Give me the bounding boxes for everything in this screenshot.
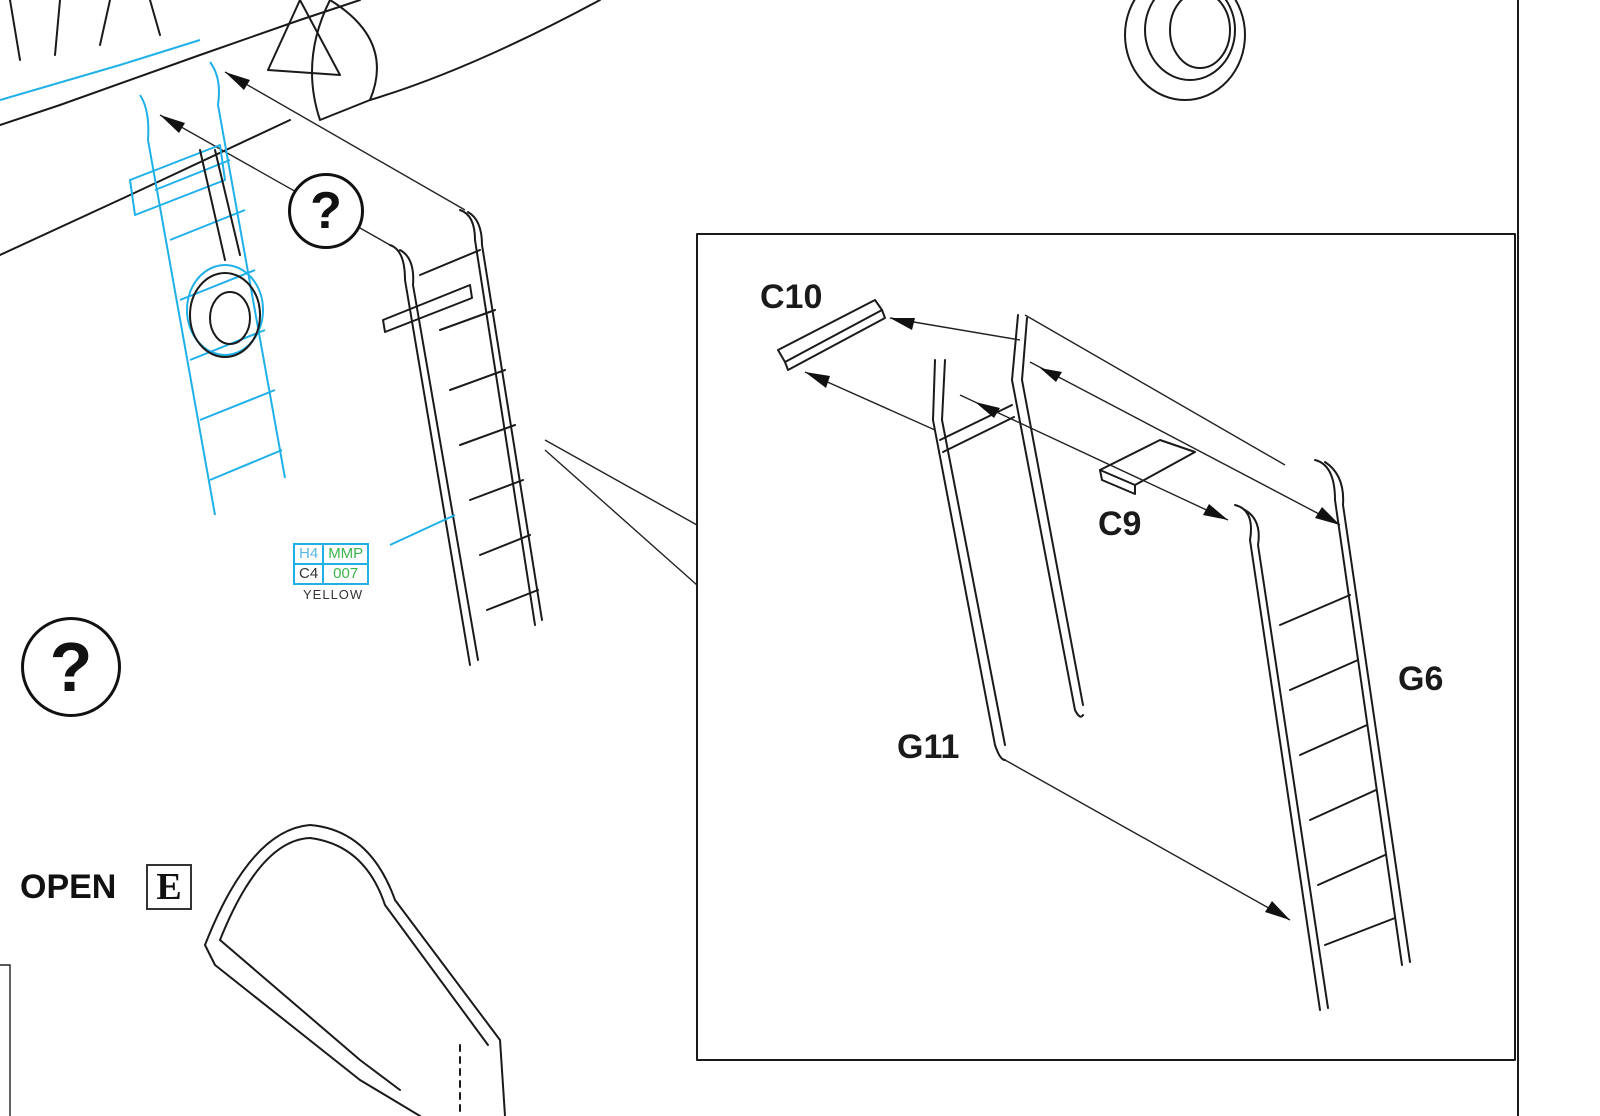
part-g6: [1234, 459, 1411, 1011]
detail-frame: [696, 233, 1516, 1061]
part-g11: [932, 314, 1084, 761]
wheel: [1124, 0, 1246, 101]
canopy-part: [204, 824, 506, 1116]
part-letter-e: E: [146, 864, 192, 910]
question-mark-icon: ?: [21, 617, 121, 717]
color-name: YELLOW: [303, 587, 364, 602]
color-code-c4: C4: [292, 563, 325, 585]
part-label-g11: G11: [897, 728, 960, 766]
detail-arrows: [804, 314, 1341, 921]
callout-leader: [389, 514, 456, 546]
part-label-c9: C9: [1098, 505, 1142, 543]
color-callout: H4 MMP C4 007: [292, 543, 370, 585]
part-c10: [777, 299, 886, 371]
color-code-h4: H4: [292, 543, 325, 565]
part-label-c10: C10: [760, 278, 823, 316]
part-c9: [1099, 439, 1196, 495]
zoom-line: [544, 439, 698, 526]
box-fragment: [0, 964, 11, 1116]
color-code-mmp: MMP: [322, 543, 370, 565]
zoom-line: [544, 449, 698, 586]
part-label-g6: G6: [1398, 660, 1444, 698]
installed-ladder: [129, 61, 286, 516]
fuselage: [0, 0, 601, 256]
ladder-part: [382, 209, 543, 666]
color-code-007: 007: [322, 563, 370, 585]
question-mark-icon: ?: [288, 173, 364, 249]
landing-gear-sketch: [189, 149, 261, 358]
open-note: OPEN: [20, 868, 117, 906]
